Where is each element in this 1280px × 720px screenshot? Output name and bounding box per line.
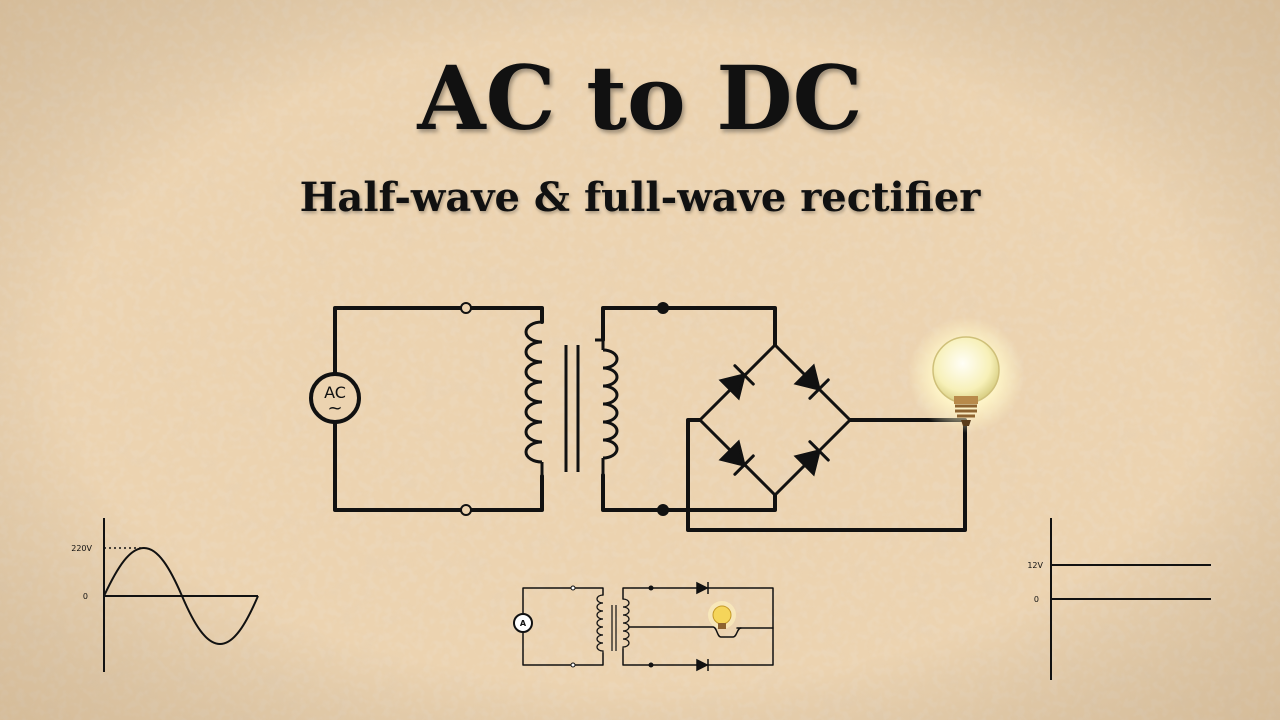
terminal-dot (657, 504, 669, 516)
peak-voltage-label: 220V (71, 544, 92, 553)
zero-label: 0 (83, 592, 88, 601)
dc-voltage-label: 12V (1027, 561, 1043, 570)
page-subtitle: Half-wave & full-wave rectifier (299, 174, 981, 221)
small-diode-icon (696, 658, 709, 672)
ac-source-symbol: ~ (327, 398, 342, 419)
small-terminal-dots (570, 585, 654, 668)
primary-circuit-wires (333, 306, 544, 512)
secondary-circuit-wires (601, 306, 967, 532)
zero-label: 0 (1034, 595, 1039, 604)
output-dc-graph: 12V 0 (1027, 518, 1211, 680)
center-tap-rectifier-diagram: A (513, 581, 774, 672)
page-title: AC to DC (417, 46, 863, 150)
terminal-dot (657, 302, 669, 314)
ac-source-label: AC (324, 383, 346, 402)
small-light-bulb-icon (708, 601, 736, 629)
transformer-icon (460, 302, 619, 516)
small-diode-icon (696, 581, 709, 595)
input-ac-waveform-graph: 220V 0 (71, 518, 259, 672)
small-ac-source-icon: A (513, 613, 533, 633)
small-circuit-wires (522, 587, 774, 666)
ac-source-icon: AC ~ (309, 372, 361, 424)
small-source-label: A (520, 619, 527, 628)
light-bulb-icon (908, 317, 1024, 433)
small-transformer-icon (596, 594, 630, 653)
diode-bridge-icon (697, 342, 853, 498)
sine-wave (103, 546, 259, 646)
